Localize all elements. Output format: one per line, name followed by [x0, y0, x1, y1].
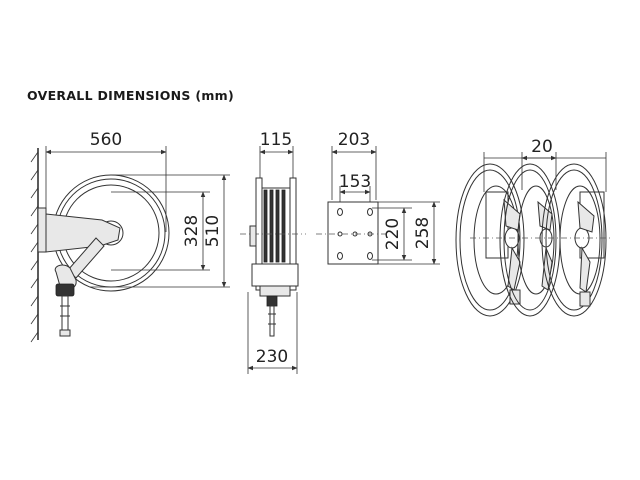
dim-label-510: 510	[203, 215, 223, 247]
wall-plate	[37, 207, 47, 253]
page-title: OVERALL DIMENSIONS (mm)	[27, 88, 235, 103]
mounting-arm	[45, 213, 121, 253]
dim-label-230: 230	[256, 347, 288, 367]
dim-label-203: 203	[338, 130, 370, 150]
dim-label-153: 153	[339, 172, 371, 192]
hose-stop	[55, 283, 75, 337]
dim-label-560: 560	[90, 130, 122, 150]
front-base-bracket	[251, 263, 299, 287]
front-guide	[259, 285, 291, 297]
side-view: 560 328 510	[30, 130, 230, 343]
swing-arm	[67, 237, 105, 279]
multi-reel-3	[541, 163, 607, 317]
dim-label-258: 258	[413, 217, 433, 249]
hose-coils	[262, 187, 290, 265]
front-side-bracket	[249, 225, 257, 247]
bracket-view: 203 153 220 258	[316, 130, 440, 265]
dim-label-328: 328	[182, 215, 202, 247]
front-nozzle	[266, 295, 278, 337]
wall-hatch	[30, 148, 39, 343]
multi-reel-view: 20	[455, 137, 612, 317]
dim-label-220: 220	[383, 218, 403, 250]
dim-label-115: 115	[260, 130, 292, 150]
dim-label-20: 20	[531, 137, 553, 157]
front-view: 115 230	[240, 130, 306, 374]
